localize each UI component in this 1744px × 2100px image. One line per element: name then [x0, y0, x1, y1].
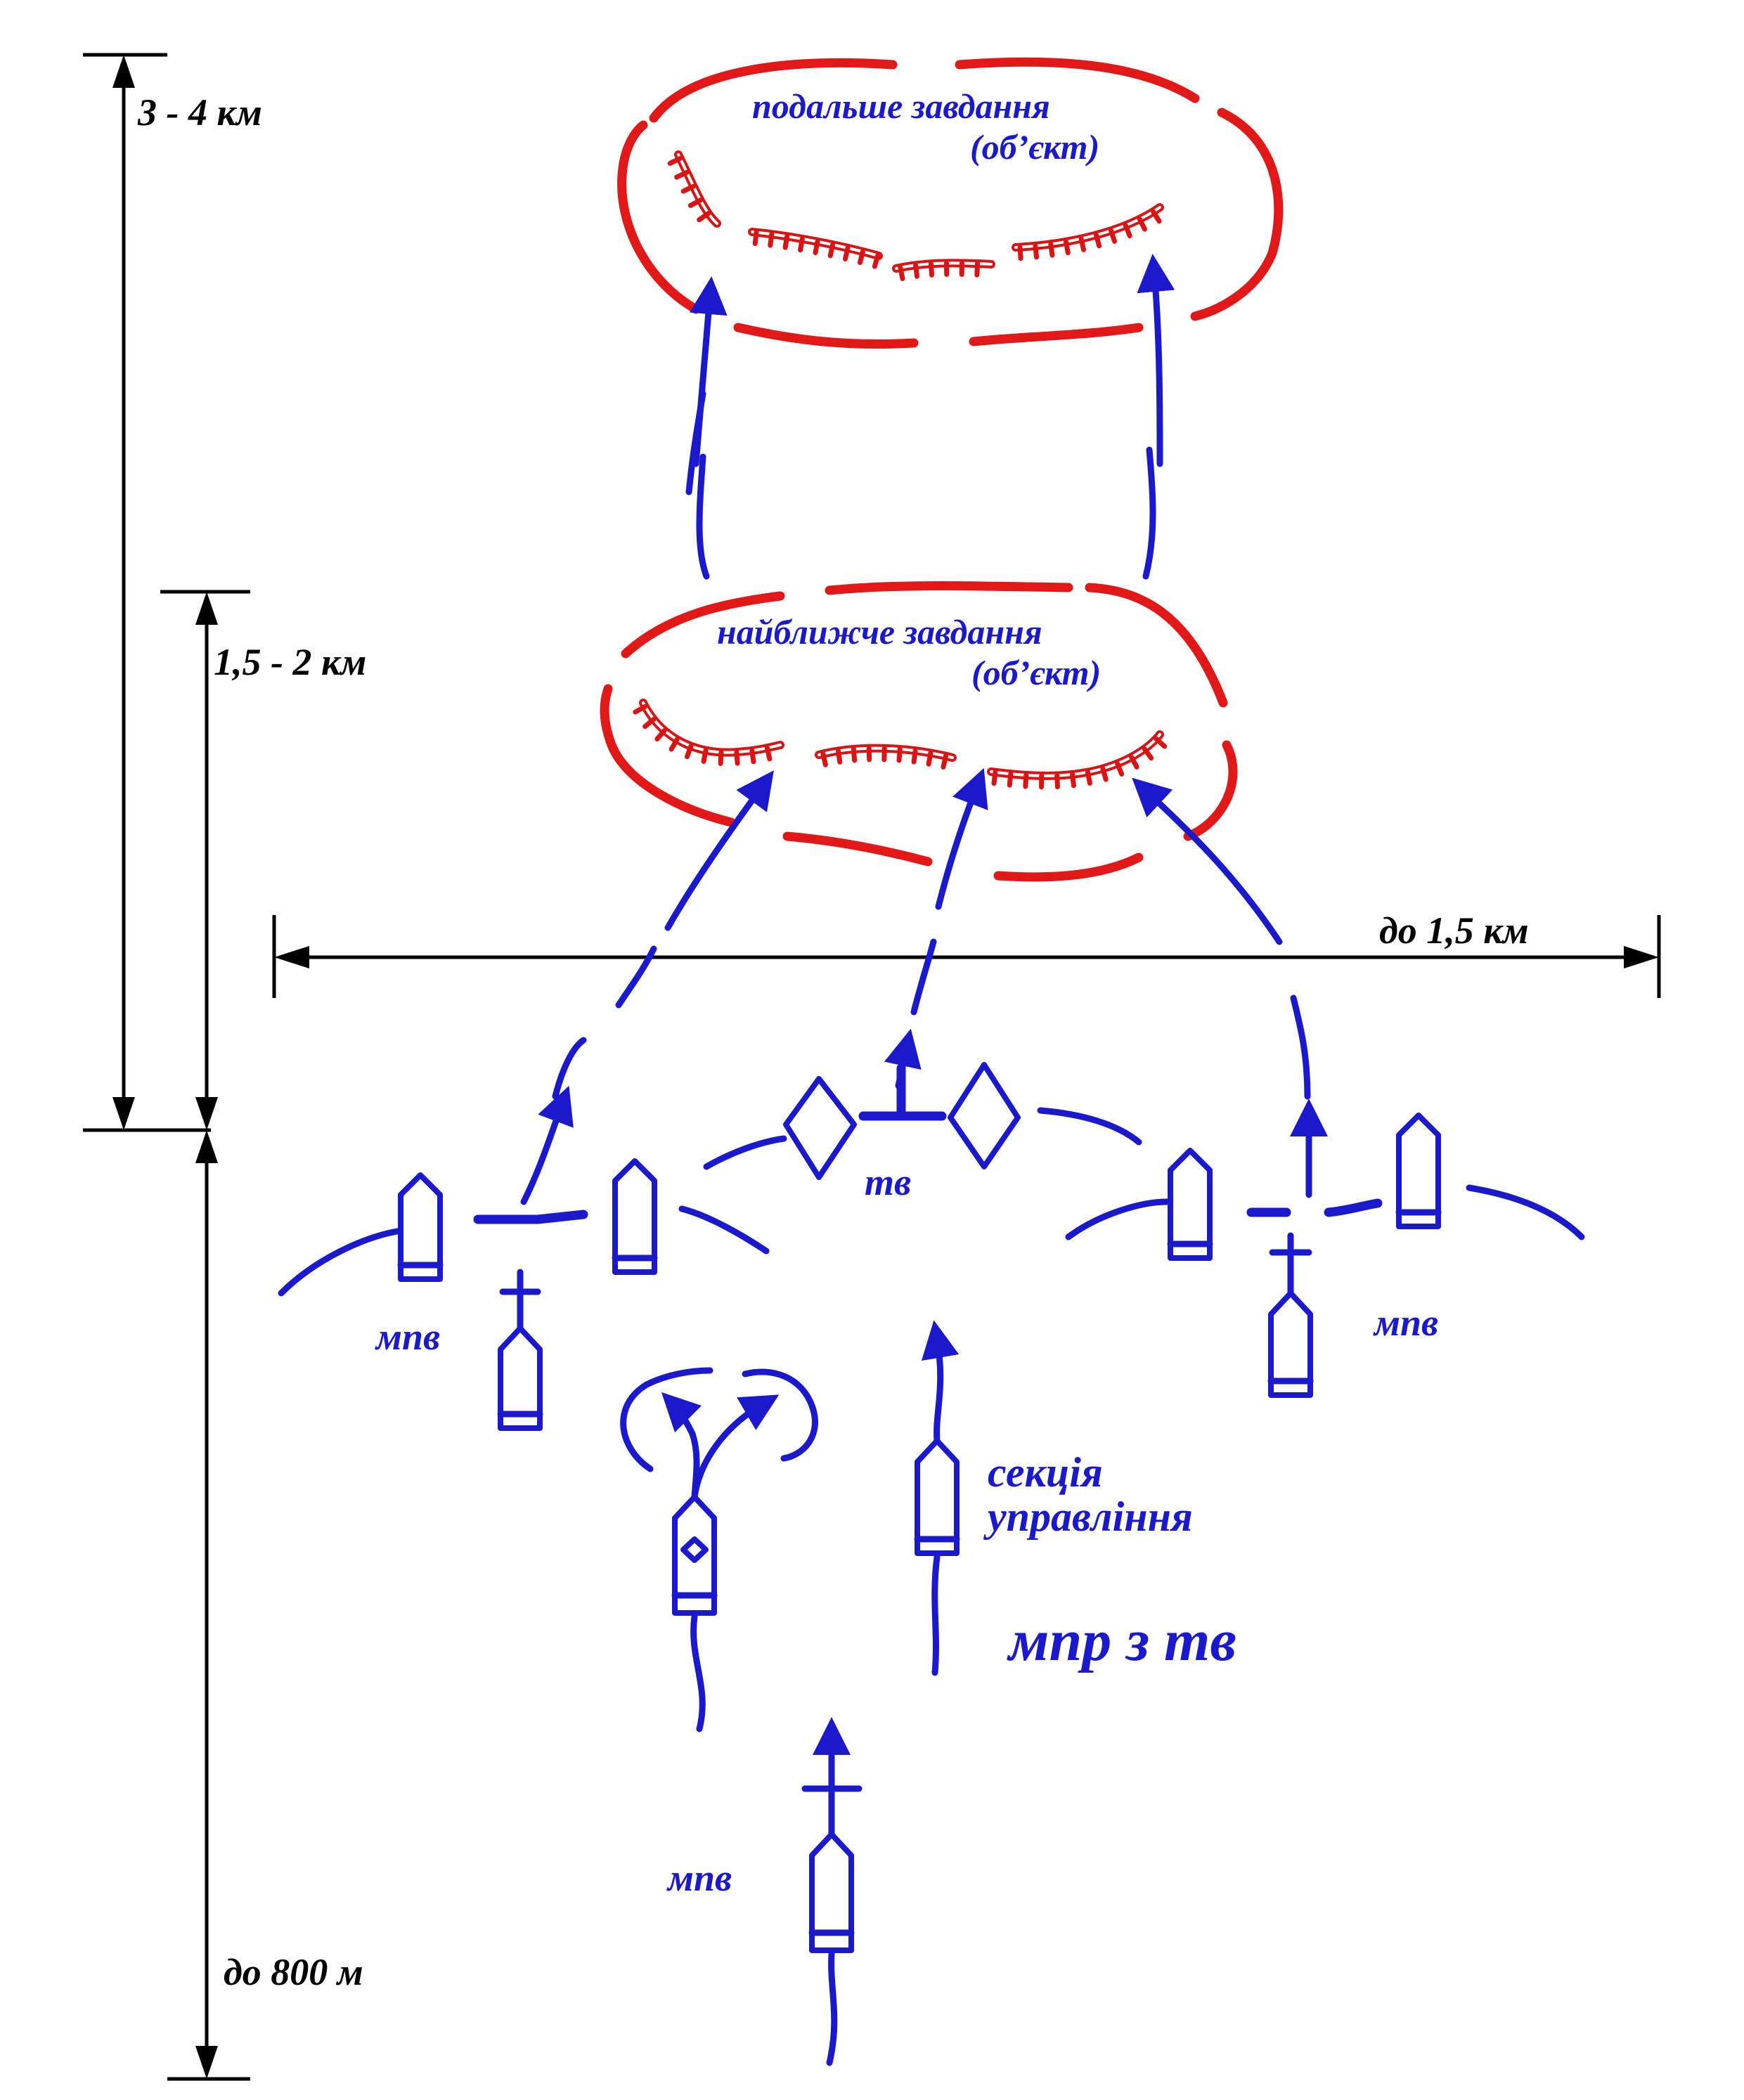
- trench-tick: [752, 230, 759, 247]
- trench-tick: [697, 211, 711, 223]
- trench-tick: [1017, 245, 1023, 261]
- trench-tick: [798, 236, 805, 253]
- depth-near-label: 1,5 - 2 км: [214, 641, 366, 683]
- depth-far-label: 3 - 4 км: [137, 91, 262, 134]
- trench-tick: [674, 169, 690, 180]
- further-objective-label: подальше завдання: [752, 86, 1050, 126]
- vehicle-right-1: [1168, 1148, 1213, 1261]
- immediate-objective-area: [600, 581, 1238, 882]
- company-label: мпр з тв: [1007, 1608, 1236, 1673]
- mech-platoon-right-label: мпв: [1373, 1302, 1438, 1344]
- trench-tick: [929, 261, 934, 278]
- vehicle-left-1: [398, 1172, 443, 1282]
- dimension-lines: [83, 53, 1661, 2081]
- mech-platoon-rear-label: мпв: [666, 1857, 732, 1899]
- trench-tick: [1100, 766, 1109, 782]
- trench-tick: [684, 744, 694, 760]
- trench-tick: [1033, 243, 1040, 260]
- trench-tick: [1129, 754, 1139, 770]
- trench-tick: [1151, 209, 1162, 224]
- trench-tick: [764, 745, 773, 762]
- trench-tick: [898, 265, 905, 281]
- trench-tick: [667, 155, 683, 166]
- trench-tick: [701, 748, 709, 764]
- control-section-sublabel: управління: [983, 1493, 1193, 1540]
- trench-tick: [1137, 216, 1147, 232]
- trench-tick: [633, 704, 648, 715]
- trench-tick: [941, 753, 948, 770]
- tank-diamond-right: [948, 1062, 1021, 1169]
- commander-diamond-icon: [680, 1536, 709, 1563]
- vehicle-control-section: [915, 1438, 960, 1556]
- trench-tick: [642, 717, 657, 730]
- rear-depth-label: до 800 м: [224, 1951, 363, 1993]
- trench-tick: [654, 727, 667, 742]
- vehicle-rear-platoon: [809, 1832, 854, 1953]
- trench-tick: [749, 748, 756, 765]
- trench-tick: [1109, 228, 1118, 244]
- trench-tick: [1093, 232, 1102, 249]
- trench-tick: [782, 233, 790, 250]
- trench-tick: [1048, 241, 1055, 258]
- trench-tick: [896, 746, 903, 763]
- immediate-objective-sublabel: (об’єкт): [971, 653, 1101, 692]
- tank-diamond-left: [783, 1076, 857, 1180]
- trench-tick: [1115, 760, 1125, 777]
- advance-arrows: [520, 254, 1328, 1205]
- trench-tick: [835, 748, 843, 765]
- trench-tick: [1142, 746, 1154, 761]
- vehicle-left-command: [498, 1326, 543, 1431]
- trench-tick: [974, 261, 980, 278]
- trench-tick: [680, 183, 697, 194]
- trench-tick: [1054, 773, 1060, 790]
- trench-tick: [813, 239, 820, 256]
- trench-tick: [872, 253, 881, 269]
- trench-tick: [913, 262, 920, 279]
- vehicle-right-command: [1268, 1290, 1313, 1398]
- trench-tick: [668, 737, 680, 752]
- trench-tick: [1070, 772, 1076, 789]
- control-section-label: секція: [988, 1449, 1103, 1496]
- vehicle-left-2: [612, 1158, 657, 1275]
- trench-tick: [1064, 239, 1071, 256]
- tank-platoon-label: тв: [865, 1161, 911, 1203]
- trench-tick: [768, 231, 775, 248]
- tank-platoon: [783, 1062, 1021, 1180]
- trench-tick: [842, 245, 851, 261]
- further-objective-area: [617, 57, 1284, 349]
- trench-tick: [851, 746, 858, 763]
- trench-tick: [1085, 770, 1092, 786]
- front-width-label: до 1,5 км: [1379, 909, 1529, 952]
- formation-lines: [278, 1107, 1585, 1297]
- trench-tick: [687, 197, 703, 208]
- vehicles: [397, 1113, 1442, 2066]
- trench-tick: [1078, 236, 1087, 252]
- immediate-objective-label: найближче завдання: [717, 612, 1042, 652]
- mech-platoon-left-label: мпв: [375, 1316, 440, 1358]
- further-objective-sublabel: (об’єкт): [970, 127, 1099, 167]
- trench-tick: [911, 748, 918, 765]
- trench-tick: [857, 249, 865, 266]
- trench-tick: [1007, 771, 1014, 788]
- trench-tick: [1154, 736, 1168, 749]
- trench-tick: [827, 242, 836, 259]
- trench-tick: [1123, 223, 1132, 239]
- trench-tick: [991, 770, 998, 786]
- trench-tick: [820, 751, 828, 767]
- vehicle-right-2: [1396, 1113, 1441, 1229]
- trench-tick: [926, 750, 934, 767]
